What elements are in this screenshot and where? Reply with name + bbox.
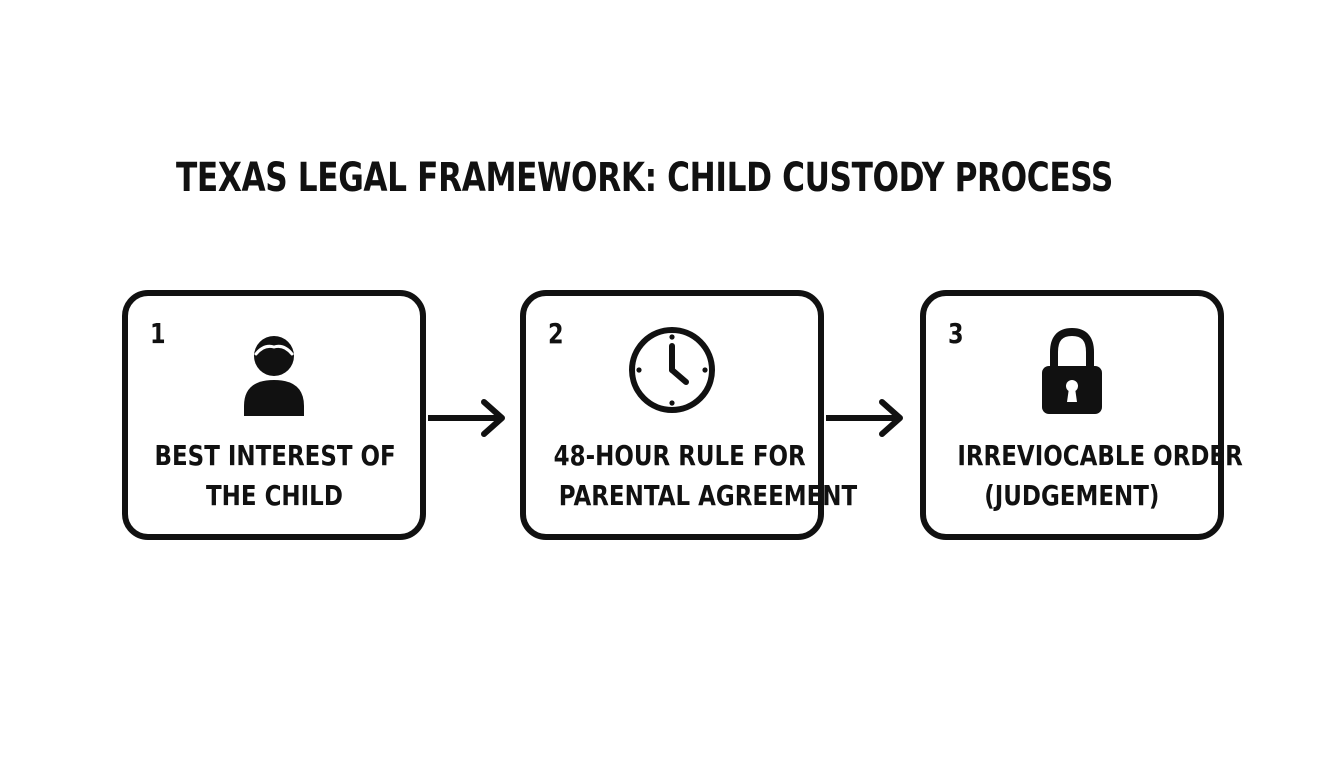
child-person-icon — [224, 320, 324, 420]
clock-icon — [622, 320, 722, 420]
step-box-3: 3 IRREVIOCABLE ORDER (JUDGEMENT) — [920, 290, 1243, 540]
step-label: BEST INTEREST OF THE CHILD — [128, 436, 420, 516]
step-box-2: 2 48-HOUR RULE FOR PARENTAL AGREEMENT — [520, 290, 858, 540]
step-number: 3 — [948, 317, 964, 350]
arrow-right-icon — [428, 396, 512, 440]
step-label-line2: PARENTAL AGREEMENT — [558, 479, 858, 512]
arrow-right-icon — [826, 396, 910, 440]
step-number: 1 — [150, 317, 166, 350]
step-label-line2: (JUDGEMENT) — [984, 479, 1160, 512]
diagram-title: TEXAS LEGAL FRAMEWORK: CHILD CUSTODY PRO… — [176, 155, 1113, 201]
step-label-line1: BEST INTEREST OF — [154, 439, 396, 472]
step-label: IRREVIOCABLE ORDER (JUDGEMENT) — [926, 436, 1242, 516]
step-label: 48-HOUR RULE FOR PARENTAL AGREEMENT — [526, 436, 858, 516]
step-label-line1: IRREVIOCABLE ORDER — [957, 439, 1243, 472]
step-label-line1: 48-HOUR RULE FOR — [553, 439, 806, 472]
step-box-1: 1 BEST INTEREST OF THE CHILD — [122, 290, 426, 540]
step-number: 2 — [548, 317, 564, 350]
padlock-icon — [1022, 320, 1122, 420]
step-label-line2: THE CHILD — [205, 479, 343, 512]
